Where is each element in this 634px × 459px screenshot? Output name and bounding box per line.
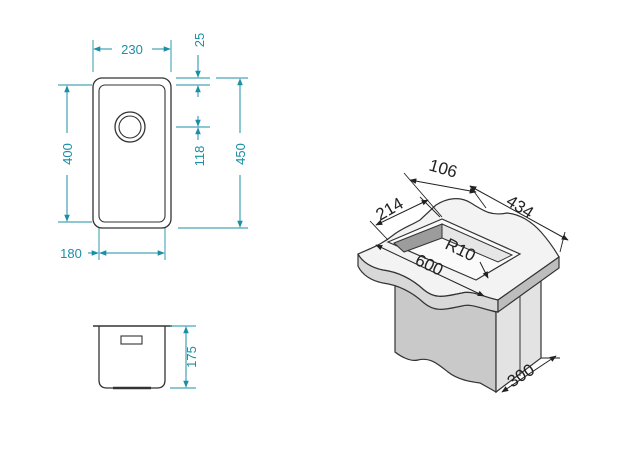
top-view: 230 400 25 118 450 180 bbox=[58, 33, 248, 261]
dim-line-434 bbox=[469, 185, 569, 241]
dim-line-214 bbox=[375, 199, 429, 226]
isometric-view: R10 600 214 106 434 300 bbox=[357, 156, 569, 394]
dim-label-450: 450 bbox=[233, 143, 248, 165]
dim-label-25: 25 bbox=[192, 33, 207, 47]
side-view: 175 bbox=[93, 325, 199, 390]
dim-line-300 bbox=[501, 355, 557, 393]
dim-label-230: 230 bbox=[121, 42, 143, 57]
overflow-slot bbox=[120, 335, 143, 345]
dim-line-600 bbox=[375, 244, 485, 297]
sink-outer-rim bbox=[92, 77, 172, 229]
dim-label-214: 214 bbox=[373, 194, 407, 225]
side-bowl-outline bbox=[98, 326, 166, 389]
sink-inner-bowl bbox=[98, 84, 166, 223]
dim-label-175: 175 bbox=[184, 346, 199, 368]
drain-outer-ring bbox=[114, 111, 146, 143]
drain-inner-ring bbox=[118, 115, 142, 139]
cabinet-front-face bbox=[394, 282, 497, 394]
dim-label-106: 106 bbox=[427, 156, 460, 182]
dim-label-118: 118 bbox=[192, 146, 207, 167]
dim-label-400: 400 bbox=[60, 143, 75, 165]
dim-label-180: 180 bbox=[60, 246, 82, 261]
worktop-side-edge bbox=[497, 255, 560, 314]
dim-line-106 bbox=[409, 178, 477, 194]
